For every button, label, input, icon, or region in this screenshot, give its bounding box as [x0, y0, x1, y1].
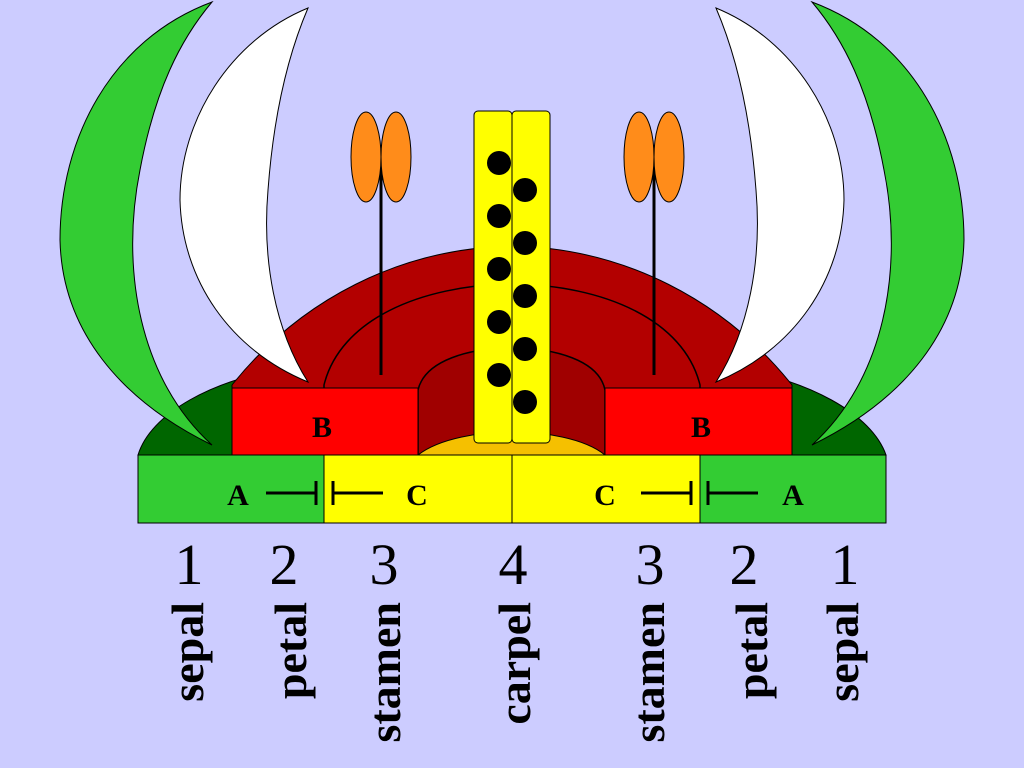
whorl-number: 1 — [831, 532, 860, 597]
gene-a-bar-left — [137, 454, 325, 524]
whorl-number: 4 — [499, 532, 528, 597]
whorl-number: 3 — [636, 532, 665, 597]
ovule — [487, 257, 511, 281]
organ-name: sepal — [162, 602, 213, 702]
ovule — [487, 310, 511, 334]
gene-c-bar-right — [511, 454, 701, 524]
ovule — [487, 151, 511, 175]
anther-right-a — [623, 111, 655, 203]
gene-a-label-right: A — [782, 479, 804, 512]
ovules — [487, 151, 537, 414]
gene-a-bar-right — [699, 454, 887, 524]
ovule — [513, 231, 537, 255]
organ-name: petal — [265, 602, 316, 699]
petal-left — [179, 7, 310, 384]
ovule — [487, 363, 511, 387]
whorl-number: 3 — [370, 532, 399, 597]
inhibition-a-to-c-right — [706, 481, 758, 505]
ovule — [513, 337, 537, 361]
ovule — [513, 178, 537, 202]
anther-right-b — [653, 111, 685, 203]
organ-name: stamen — [359, 602, 410, 743]
gene-b-bar-right — [604, 387, 793, 456]
organ-name: stamen — [623, 602, 674, 743]
inhibition-c-to-a-left — [331, 481, 383, 505]
inhibition-c-to-a-right — [641, 481, 693, 505]
petal-right — [714, 7, 845, 384]
gene-c-bar-left — [323, 454, 513, 524]
gene-b-label-left: B — [312, 411, 332, 444]
whorl-number: 2 — [270, 532, 299, 597]
sepal-right — [810, 0, 965, 446]
gene-c-label-right: C — [594, 479, 616, 512]
inhibition-a-to-c-left — [266, 481, 318, 505]
organ-name: sepal — [817, 602, 868, 702]
ovule — [487, 204, 511, 228]
gene-b-label-right: B — [691, 411, 711, 444]
ovule — [513, 390, 537, 414]
whorl-number: 2 — [730, 532, 759, 597]
gene-b-bar-left — [231, 387, 419, 456]
whorl-number: 1 — [175, 532, 204, 597]
sepal-left — [59, 0, 214, 446]
organ-name: carpel — [489, 602, 540, 725]
gene-c-label-left: C — [406, 479, 428, 512]
ovule — [513, 284, 537, 308]
anther-left-a — [350, 111, 382, 203]
organ-name: petal — [726, 602, 777, 699]
gene-a-label-left: A — [227, 479, 249, 512]
anther-left-b — [380, 111, 412, 203]
